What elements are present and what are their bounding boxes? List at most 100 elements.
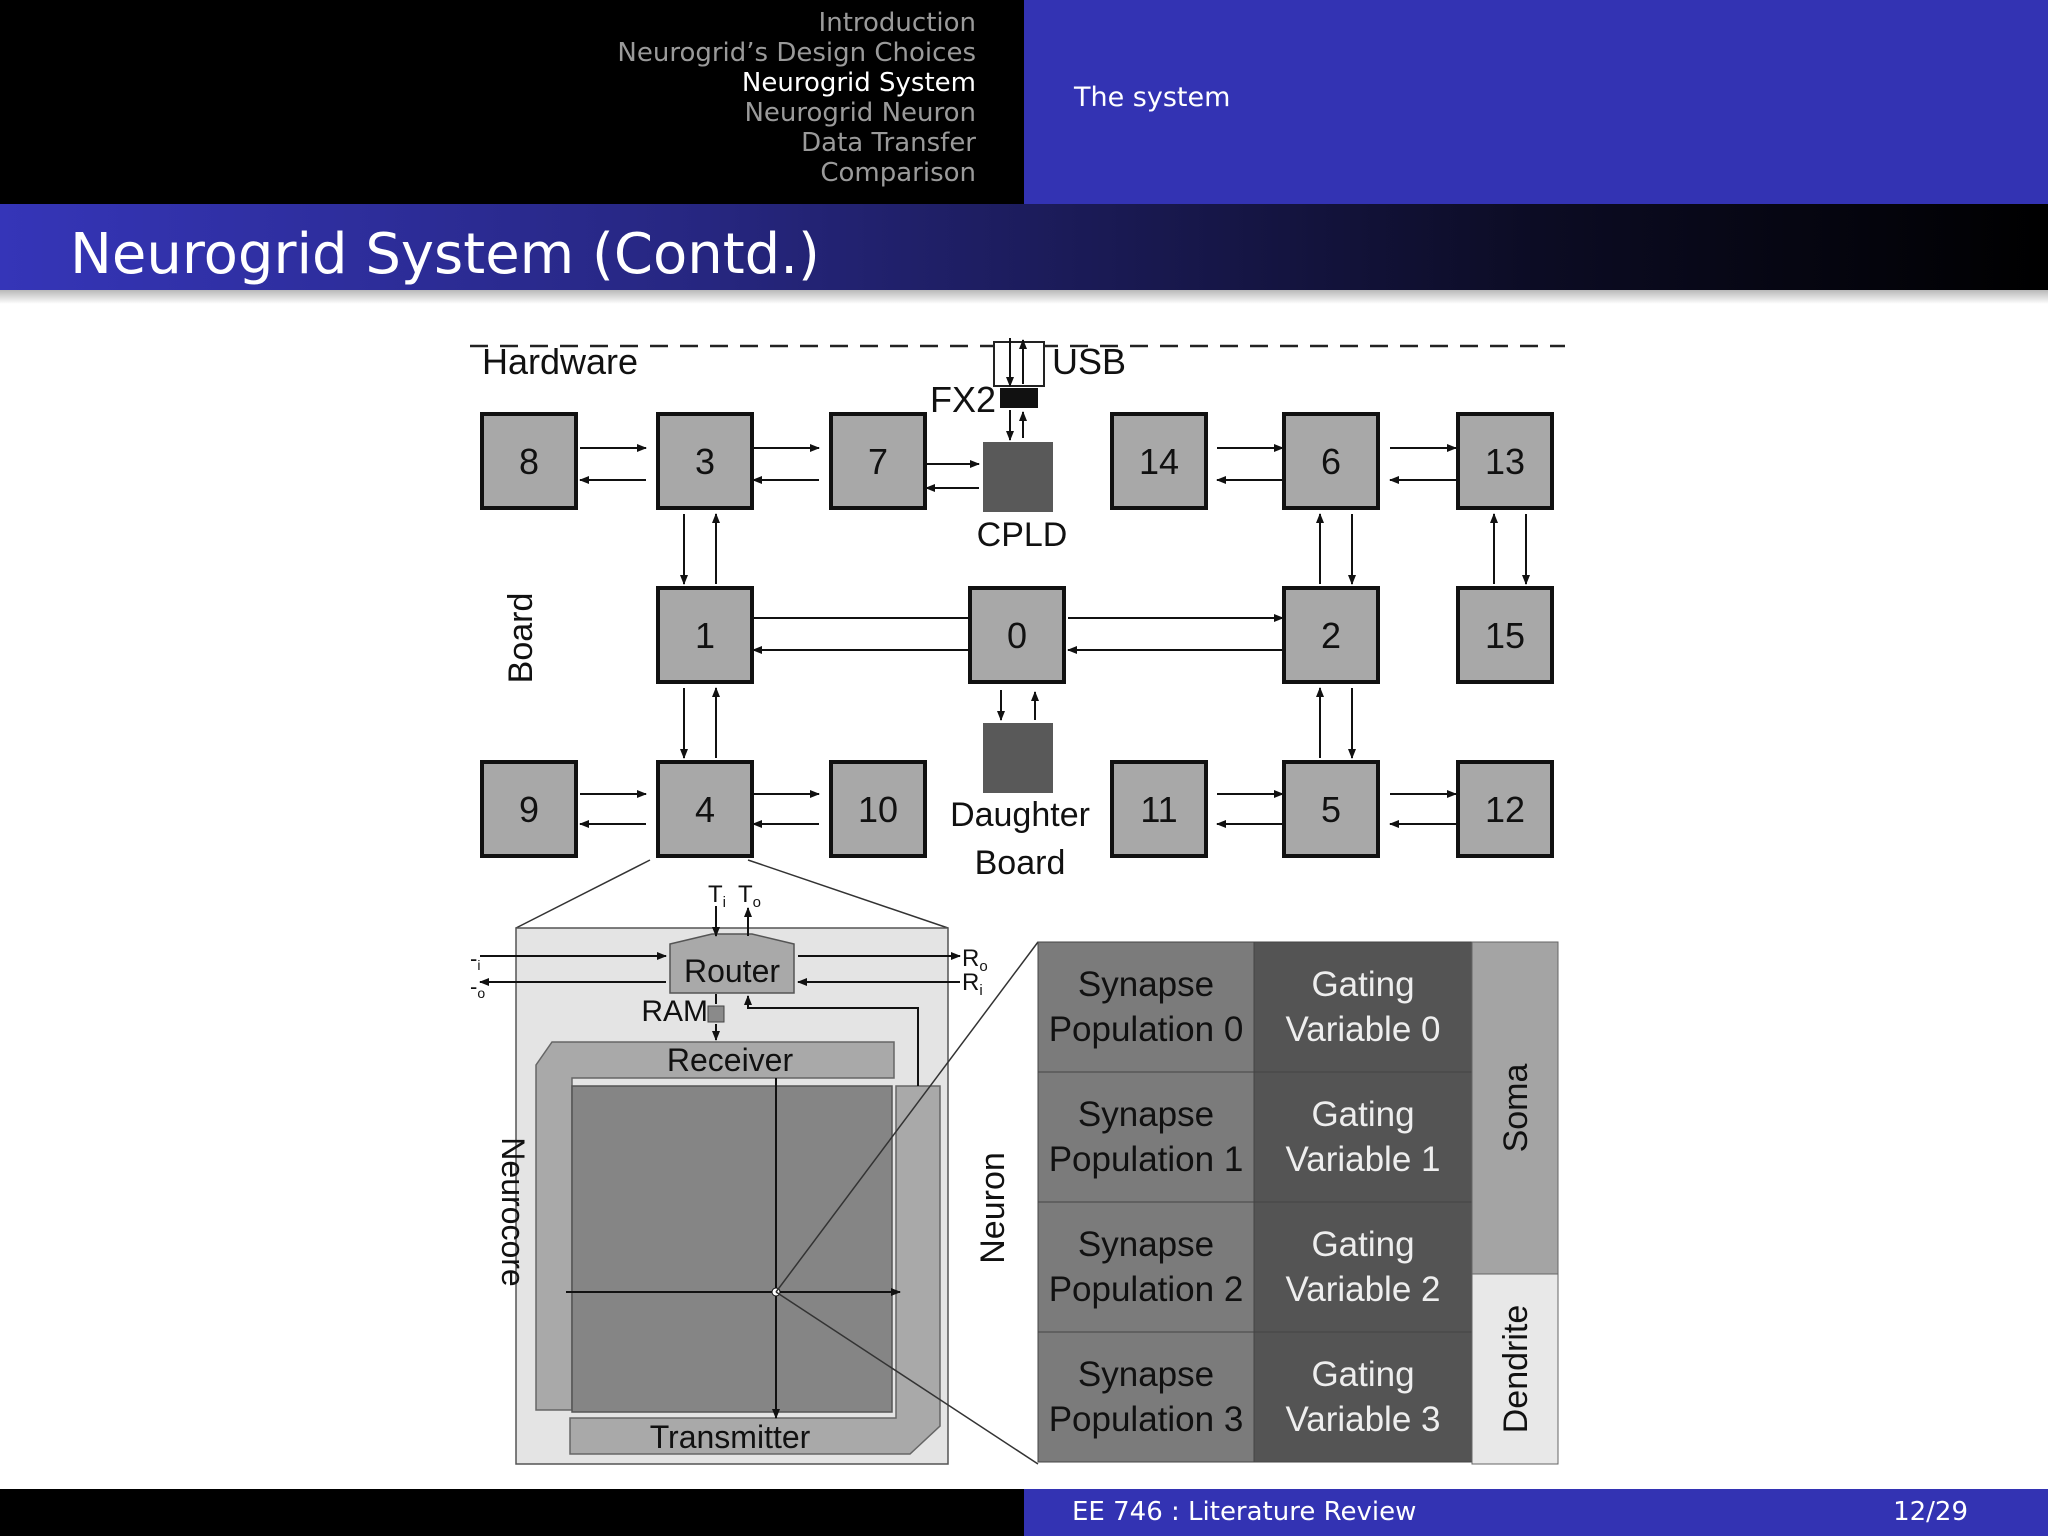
chip-3: 3 — [656, 412, 754, 510]
chip-box — [1282, 412, 1380, 510]
zoom-line-neuron-bottom — [775, 1291, 1039, 1465]
row3-links — [579, 790, 1457, 828]
chip-box — [1456, 760, 1554, 858]
neurogrid-diagram: Hardware USB FX2 CPLD Board Daughter Boa… — [470, 338, 1565, 1465]
gating-label-line1: Gating — [1311, 1225, 1414, 1264]
chip-box — [829, 760, 927, 858]
footer-left — [0, 1489, 1024, 1536]
chip-box — [829, 412, 927, 510]
synapse-label-line2: Population 2 — [1049, 1270, 1244, 1309]
footer-right: EE 746 : Literature Review 12/29 — [1024, 1489, 2048, 1536]
chip-14: 14 — [1110, 412, 1208, 510]
hardware-label: Hardware — [482, 341, 638, 382]
dendrite-block — [1471, 1273, 1559, 1465]
chip-box — [1456, 586, 1554, 684]
nav-item-data-transfer[interactable]: Data Transfer — [801, 128, 976, 158]
row1-links — [579, 444, 1457, 492]
subsection-title[interactable]: The system — [1074, 82, 1231, 113]
gating-label-line1: Gating — [1311, 965, 1414, 1004]
chip-number: 11 — [1140, 789, 1177, 830]
zoom-line-left — [515, 859, 651, 929]
board-label: Board — [502, 593, 540, 684]
fx2-label: FX2 — [930, 379, 996, 420]
transmitter-label: Transmitter — [650, 1419, 811, 1455]
chip-box — [656, 760, 754, 858]
chip-box — [1282, 760, 1380, 858]
gating-label-line2: Variable 1 — [1285, 1140, 1440, 1179]
dendrite-label: Dendrite — [1497, 1305, 1535, 1434]
title-shadow — [0, 290, 2048, 304]
ri-label: Ri — [962, 969, 983, 999]
gating-cell — [1253, 941, 1473, 1073]
daughter-board-label-line1: Daughter — [950, 796, 1090, 834]
chip-box — [1110, 412, 1208, 510]
chip-number: 7 — [868, 441, 888, 482]
lo-label: -o — [470, 974, 485, 1001]
zoom-line-neuron-top — [775, 941, 1039, 1293]
router-label: Router — [684, 953, 780, 989]
ram-block — [707, 1005, 725, 1023]
gating-label-line2: Variable 2 — [1285, 1270, 1440, 1309]
page-number: 12/29 — [1893, 1497, 1968, 1527]
synapse-cell — [1037, 1201, 1255, 1333]
gating-cell — [1253, 1071, 1473, 1203]
chip-11: 11 — [1110, 760, 1208, 858]
chip-number: 4 — [695, 789, 715, 830]
nav-item-neurogrid-system[interactable]: Neurogrid System — [741, 68, 976, 98]
gating-cell — [1253, 1331, 1473, 1463]
chip-number: 6 — [1321, 441, 1341, 482]
chip-12: 12 — [1456, 760, 1554, 858]
chip-10: 10 — [829, 760, 927, 858]
gating-cell — [1253, 1201, 1473, 1333]
nav-item-comparison[interactable]: Comparison — [820, 158, 976, 188]
usb-connector — [993, 341, 1045, 387]
chip-number: 9 — [519, 789, 539, 830]
ro-label: Ro — [962, 945, 988, 975]
chip-13: 13 — [1456, 412, 1554, 510]
chip-number: 13 — [1485, 441, 1525, 482]
chip-box — [1456, 412, 1554, 510]
chip-box — [480, 412, 578, 510]
synapse-label-line2: Population 0 — [1049, 1010, 1244, 1049]
li-label: -i — [470, 946, 480, 973]
chip-box — [656, 412, 754, 510]
nav-item-design-choices[interactable]: Neurogrid’s Design Choices — [617, 38, 976, 68]
chip-number: 8 — [519, 441, 539, 482]
ram-label: RAM — [641, 995, 708, 1028]
synapse-label-line1: Synapse — [1078, 1355, 1214, 1394]
chip-15: 15 — [1456, 586, 1554, 684]
chip-5: 5 — [1282, 760, 1380, 858]
chip-box — [968, 586, 1066, 684]
chip-9: 9 — [480, 760, 578, 858]
synapse-label-line1: Synapse — [1078, 1225, 1214, 1264]
nav-item-introduction[interactable]: Introduction — [818, 8, 976, 38]
chip-number: 1 — [695, 615, 715, 656]
vertical-links — [680, 513, 1530, 759]
chip-0: 0 — [968, 586, 1066, 684]
daughter-board-chip — [983, 723, 1053, 793]
chip-7: 7 — [829, 412, 927, 510]
chip-number: 10 — [858, 789, 898, 830]
gating-label-line2: Variable 0 — [1285, 1010, 1440, 1049]
neuron-label: Neuron — [974, 1152, 1012, 1264]
chip-4: 4 — [656, 760, 754, 858]
cpld-label: CPLD — [977, 516, 1068, 554]
gating-label-line1: Gating — [1311, 1355, 1414, 1394]
nav-item-neurogrid-neuron[interactable]: Neurogrid Neuron — [744, 98, 976, 128]
chip-1: 1 — [656, 586, 754, 684]
synapse-label-line2: Population 1 — [1049, 1140, 1244, 1179]
synapse-cell — [1037, 1331, 1255, 1463]
to-label: To — [738, 881, 761, 911]
chip-number: 14 — [1139, 441, 1179, 482]
slide-title: Neurogrid System (Contd.) — [70, 222, 820, 287]
synapse-cell — [1037, 941, 1255, 1073]
ti-label: Ti — [708, 881, 726, 911]
chip-box — [1282, 586, 1380, 684]
neuron-array — [571, 1085, 893, 1413]
chip-6: 6 — [1282, 412, 1380, 510]
chip-2: 2 — [1282, 586, 1380, 684]
chip-number: 3 — [695, 441, 715, 482]
